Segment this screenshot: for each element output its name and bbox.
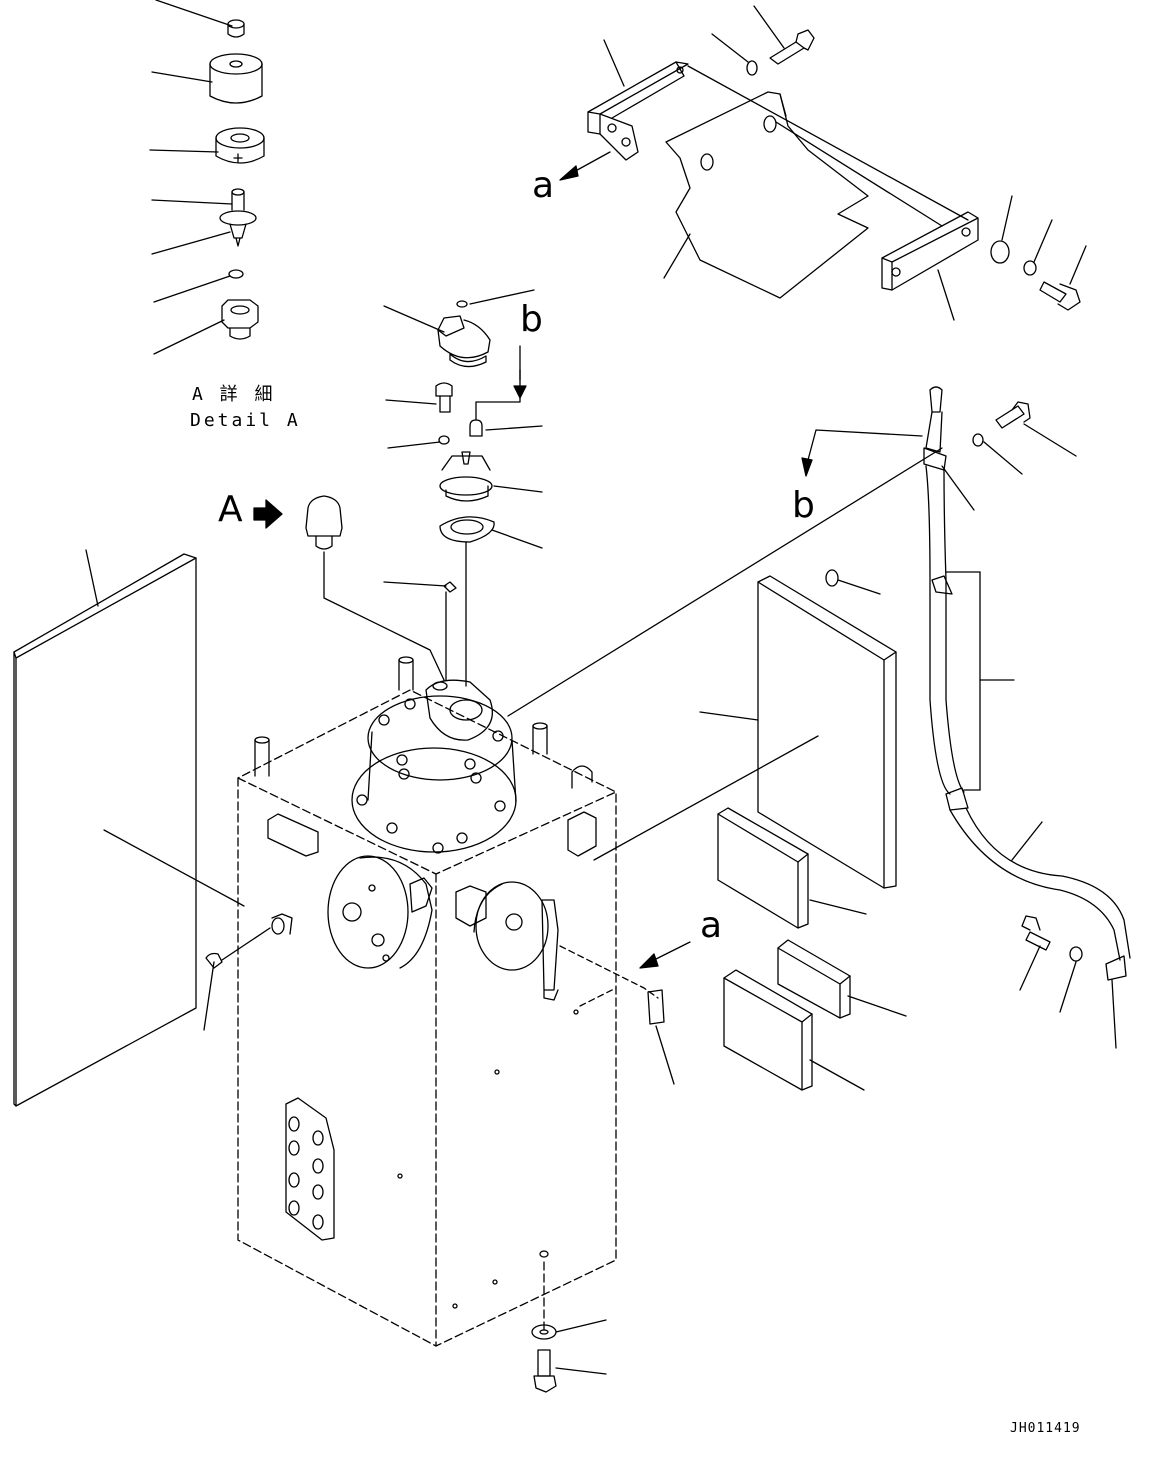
view-label-b-right: b bbox=[792, 485, 815, 526]
pad-small bbox=[778, 940, 850, 1018]
filler-leaders bbox=[384, 290, 542, 686]
detail-a-title-en: Detail A bbox=[190, 410, 301, 431]
detail-o-ring bbox=[229, 270, 243, 278]
pad-bottom bbox=[724, 970, 812, 1090]
tank-body bbox=[206, 657, 664, 1392]
insulation-pads bbox=[594, 570, 906, 1090]
filler-gasket bbox=[440, 517, 494, 542]
tank-left-motor bbox=[328, 856, 432, 968]
hose-leaders bbox=[508, 424, 1116, 1048]
bracket-left bbox=[588, 62, 688, 160]
tank-side-brackets bbox=[268, 812, 596, 926]
pad-large bbox=[758, 570, 896, 888]
tank-details bbox=[206, 914, 664, 1308]
filler-small-seal bbox=[444, 582, 456, 592]
view-arrow-a-lower bbox=[560, 942, 690, 1084]
vent-hose bbox=[508, 387, 1130, 1048]
tank-filler-port bbox=[426, 680, 492, 740]
pad-leaders bbox=[594, 580, 906, 1090]
view-arrow-b-right bbox=[802, 430, 922, 476]
detail-leaders bbox=[150, 0, 232, 354]
filler-neck bbox=[440, 452, 492, 501]
side-panel bbox=[14, 550, 270, 1106]
detail-adapter bbox=[222, 300, 258, 339]
view-arrow-b-top bbox=[476, 346, 526, 420]
sensor-part bbox=[254, 496, 444, 680]
view-arrow-a-top bbox=[560, 152, 610, 180]
view-label-a-lower: a bbox=[700, 905, 723, 946]
drain-leaders bbox=[556, 1320, 606, 1374]
view-label-a-top: a bbox=[532, 165, 555, 206]
cover-leaders bbox=[604, 6, 1086, 320]
filler-bolt bbox=[436, 383, 452, 412]
cover-assembly bbox=[560, 6, 1086, 320]
tank-right-motor bbox=[474, 882, 558, 1000]
view-label-b-top: b bbox=[520, 299, 543, 340]
tank-front-plate bbox=[286, 1098, 334, 1240]
detail-a-title-ja: A 詳 細 bbox=[192, 384, 276, 405]
detail-bushing bbox=[216, 128, 264, 163]
filler-washer bbox=[439, 436, 449, 444]
filler-clip bbox=[470, 420, 482, 436]
tank-top-flange bbox=[352, 696, 516, 853]
view-arrow-A bbox=[254, 500, 282, 528]
filler-stack bbox=[384, 290, 542, 686]
cover-plate bbox=[666, 92, 868, 298]
detail-valve-stem bbox=[220, 189, 256, 246]
drawing-code: JH011419 bbox=[1010, 1421, 1081, 1436]
detail-filter-cap bbox=[210, 54, 262, 103]
view-label-A: A bbox=[218, 489, 243, 530]
detail-a-parts bbox=[150, 0, 264, 354]
tank-drain bbox=[532, 1251, 556, 1392]
pad-medium bbox=[718, 808, 808, 928]
filler-cap bbox=[438, 301, 490, 367]
detail-cap-small bbox=[228, 20, 244, 37]
cover-hardware bbox=[747, 30, 1080, 310]
tank-pipes bbox=[255, 657, 592, 788]
bracket-right bbox=[882, 212, 978, 290]
